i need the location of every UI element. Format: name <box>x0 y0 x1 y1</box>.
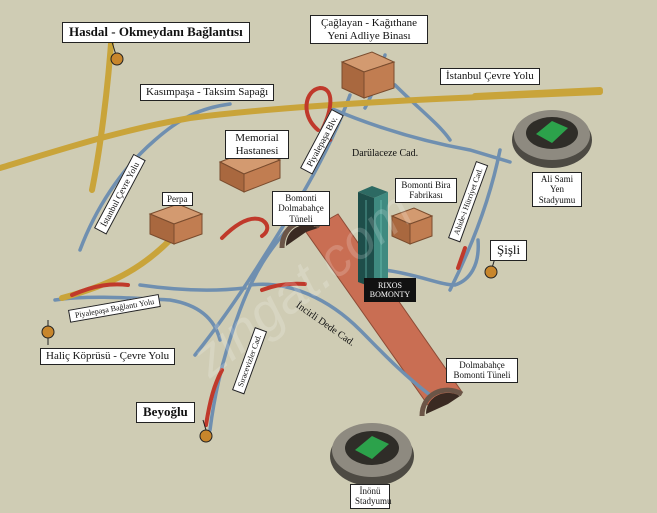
pin-halic <box>41 320 55 345</box>
pin-beyoglu <box>199 419 213 443</box>
label-halic: Haliç Köprüsü - Çevre Yolu <box>40 348 176 365</box>
road-darulaceze: Darülaceze Cad. <box>352 148 419 159</box>
label-caglayan: Çağlayan - Kağıthane Yeni Adliye Binası <box>310 15 428 45</box>
tunnel-entrance-bottom <box>419 387 464 417</box>
label-kasimpasa: Kasımpaşa - Taksim Sapağı <box>140 84 275 101</box>
label-beyoglu: Beyoğlu <box>136 402 195 423</box>
building-caglayan <box>340 51 396 99</box>
street-darulaceze <box>328 106 512 164</box>
street-cevre-left <box>78 102 232 252</box>
label-hasdal: Hasdal - Okmeydanı Bağlantısı <box>62 22 250 43</box>
route-perpa <box>220 216 270 240</box>
label-bomonti-bira: Bomonti Bira Fabrikası <box>395 178 457 203</box>
building-perpa <box>148 203 204 245</box>
stadium-ali-sami-yen <box>512 110 592 168</box>
highway-east <box>472 87 603 99</box>
label-inonu: İnönü Stadyumu <box>350 484 392 509</box>
rixos-tower <box>358 186 388 288</box>
label-rixos: RIXOS BOMONTY <box>364 278 416 303</box>
label-perpa: Perpa <box>162 192 193 207</box>
route-arrows <box>70 85 467 427</box>
label-dolmabahce-tunnel-bottom: Dolmabahçe Bomonti Tüneli <box>446 358 518 383</box>
label-istanbul-cevre-yolu-top: İstanbul Çevre Yolu <box>440 68 540 85</box>
route-beyoglu <box>204 368 224 427</box>
street-halic-link <box>53 295 222 342</box>
route-halic <box>70 282 130 297</box>
label-ali-sami-yen: Ali Sami Yen Stadyumu <box>532 172 582 208</box>
street-perpa-link <box>138 283 247 292</box>
route-incirli <box>260 281 307 292</box>
highway-hasdal <box>89 27 115 193</box>
street-sisli-loop <box>383 238 480 287</box>
pin-sisli <box>484 257 498 279</box>
pin-hasdal <box>110 41 124 66</box>
label-memorial: Memorial Hastanesi <box>225 130 289 160</box>
label-bomonti-tunnel-top: Bomonti Dolmabahçe Tüneli <box>272 191 330 227</box>
street-abide <box>448 148 502 292</box>
label-sisli: Şişli <box>490 240 528 261</box>
building-bomonti-bira <box>390 207 434 245</box>
street-sracevizler <box>208 230 287 432</box>
route-sisli <box>456 246 467 270</box>
stadium-inonu <box>330 423 414 486</box>
